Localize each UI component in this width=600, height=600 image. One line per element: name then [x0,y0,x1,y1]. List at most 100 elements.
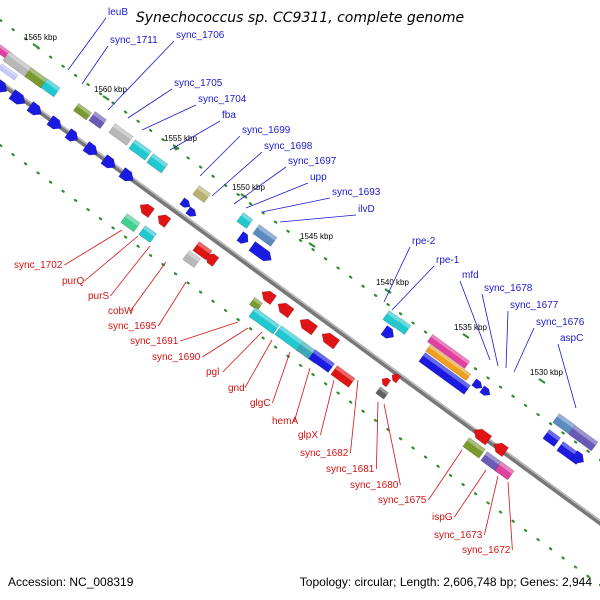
gene-box [330,365,356,388]
leader-line [180,321,239,342]
gene-box [394,318,412,335]
gene-label-top: rpe-1 [436,255,460,266]
leader-line [383,403,401,486]
leader-line [279,214,357,223]
gene-box [308,349,335,373]
gene-arrow [261,290,277,306]
gene-label-top: mfd [462,270,479,281]
gene-label-bottom: sync_1681 [326,464,375,475]
leader-line [557,343,577,409]
leader-line [233,166,287,205]
gene-arrow [118,167,134,182]
gene-label-top: aspC [560,333,583,344]
dotted-guides [0,18,600,587]
gene-label-bottom: sync_1695 [108,321,157,332]
kbp-tick-label: 1560 kbp [94,85,127,94]
gene-label-top: sync_1693 [332,187,381,198]
summary-text: Topology: circular; Length: 2,606,748 bp… [300,575,593,589]
leader-line [67,17,107,71]
gene-label-top: sync_1706 [176,30,225,41]
leader-line [454,469,487,518]
gene-box [494,461,515,481]
leader-line [64,229,123,266]
leader-line [383,246,411,303]
gene-label-bottom: hemA [272,416,298,427]
gene-box [88,111,107,130]
gene-label-bottom: pgl [206,367,219,378]
gene-label-top: fba [222,110,236,121]
dotted-guide-upper [0,18,600,462]
gene-box [0,63,19,81]
gene-box [462,437,486,459]
gene-label-bottom: sync_1690 [152,352,201,363]
gene-label-bottom: sync_1702 [14,260,63,271]
gene-box [40,78,61,98]
gene-box [108,123,134,146]
gene-box [138,225,157,244]
gene-label-bottom: sync_1672 [462,545,511,556]
gene-arrow [321,332,341,350]
kbp-tick-mark [308,242,316,248]
leader-line [320,379,335,436]
leader-line [481,293,499,367]
gene-arrow [299,318,319,336]
kbp-tick-mark [538,378,546,384]
leader-line [202,327,249,358]
gene-label-bottom: purS [88,291,109,302]
gene-label-top: leuB [108,7,128,18]
gene-arrow [391,373,402,384]
kbp-tick-mark [172,144,180,150]
gene-box [73,103,92,121]
gene-arrow [471,378,483,389]
gene-arrow [570,450,584,464]
leader-line [222,331,263,373]
gene-label-bottom: gnd [228,383,245,394]
gene-label-top: sync_1699 [242,125,291,136]
leader-line [513,327,535,373]
gene-arrow [82,141,98,156]
kbp-tick-mark [462,333,470,339]
gene-arrow [64,128,78,142]
label-leader-lines [64,17,577,551]
leader-line [350,379,359,454]
gene-label-bottom: glgC [250,398,271,409]
gene-label-bottom: cobW [108,306,134,317]
gene-box [120,213,141,233]
gene-box [427,334,471,370]
leader-line [169,120,221,151]
gene-box [128,139,152,161]
leader-line [245,182,309,209]
leader-line [211,151,263,197]
gene-arrow [205,253,220,267]
leader-line [507,481,513,551]
leader-line [141,104,197,131]
accession-text: Accession: NC_008319 [8,575,134,589]
gene-box [542,429,561,448]
kbp-tick-label: 1530 kbp [530,368,563,377]
gene-label-top: sync_1697 [288,156,337,167]
gene-box [375,386,389,400]
gene-arrow [157,214,172,228]
gene-label-bottom: ispG [432,512,453,523]
gene-arrow [179,197,191,208]
kbp-tick-label: 1545 kbp [300,232,333,241]
gene-label-bottom: sync_1673 [434,530,483,541]
gene-label-bottom: glpX [298,430,318,441]
gene-arrow [277,302,295,319]
gene-box [418,352,471,395]
leader-line [459,280,491,361]
leader-line [127,88,173,119]
kbp-tick-mark [240,193,248,199]
leader-line [272,351,291,404]
gene-label-bottom: sync_1691 [130,336,179,347]
kbp-tick-mark [32,43,40,49]
gene-arrow [100,154,116,169]
gene-box [192,185,211,204]
gene-arrow [479,385,491,396]
gene-label-bottom: sync_1680 [350,480,399,491]
leader-line [505,310,509,369]
gene-box [252,224,278,247]
leader-line [81,45,109,85]
